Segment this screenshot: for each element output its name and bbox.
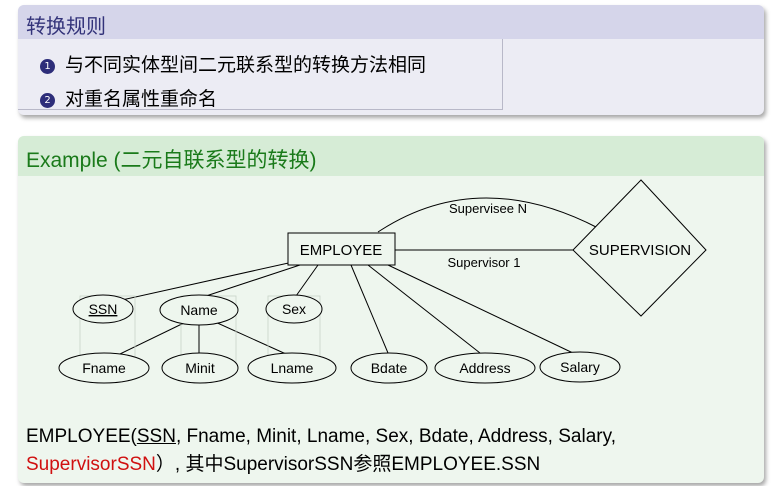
attr-ssn [72,294,134,324]
rules-title: 转换规则 [26,14,106,38]
edge-fname [119,320,189,355]
role-supervisor-label: Supervisor 1 [448,255,521,270]
edge-bdate [350,264,389,354]
attr-minit-label: Minit [185,360,215,376]
rules-block: 转换规则 1 与不同实体型间二元联系型的转换方法相同 2 对重名属性重命名 [18,5,764,115]
attr-lname [247,352,337,384]
relation-suffix: ）, 其中SupervisorSSN参照EMPLOYEE.SSN [155,454,541,475]
rule-item-1-text: 与不同实体型间二元联系型的转换方法相同 [65,54,427,76]
edge-ssn [121,261,294,301]
attr-name-label: Name [180,302,218,318]
edge-sex [295,264,319,297]
relation-prefix: EMPLOYEE( [26,426,137,447]
edge-name [205,263,304,297]
attr-fname-label: Fname [82,360,126,376]
attr-name [159,294,239,326]
rules-frame [18,39,503,110]
relation-attrs: , Fname, Minit, Lname, Sex, Bdate, Addre… [175,426,616,447]
relation-foreign-key: SupervisorSSN [26,454,156,475]
example-header: Example (二元自联系型的转换) [18,136,764,176]
attr-bdate [350,352,428,384]
rule-item-1: 1 与不同实体型间二元联系型的转换方法相同 [40,50,426,77]
edge-address [367,264,481,354]
relationship-supervision [572,179,707,317]
attr-lname-label: Lname [271,360,314,376]
er-diagram: EMPLOYEE SUPERVISION Supervisee N Superv… [58,179,707,384]
edge-supervisee [377,197,599,233]
attr-address-label: Address [459,360,510,376]
attr-fname [58,352,150,384]
relationship-supervision-label: SUPERVISION [589,242,691,259]
attr-sex-label: Sex [282,301,306,317]
edge-lname [212,320,287,355]
example-block: Example (二元自联系型的转换) EMPLOYEE SUPERVISION… [18,136,764,483]
attr-sex [265,294,323,324]
entity-employee [287,232,396,266]
relation-key: SSN [136,426,176,447]
bullet-1-icon: 1 [40,58,55,74]
attr-minit [161,352,239,384]
rule-item-2-text: 对重名属性重命名 [65,88,218,110]
attr-ssn-label: SSN [89,301,118,317]
attr-salary [539,351,621,383]
entity-employee-label: EMPLOYEE [300,242,383,259]
example-title: Example (二元自联系型的转换) [26,149,317,172]
attr-salary-label: Salary [560,359,600,375]
attr-address [434,352,536,384]
bullet-2-icon: 2 [40,92,55,108]
rules-header: 转换规则 [18,5,764,39]
edge-salary [387,264,574,354]
attr-bdate-label: Bdate [371,360,408,376]
role-supervisee-label: Supervisee N [449,201,527,216]
rule-item-2: 2 对重名属性重命名 [40,84,217,111]
relation-schema: EMPLOYEE(SSN, Fname, Minit, Lname, Sex, … [26,423,706,479]
